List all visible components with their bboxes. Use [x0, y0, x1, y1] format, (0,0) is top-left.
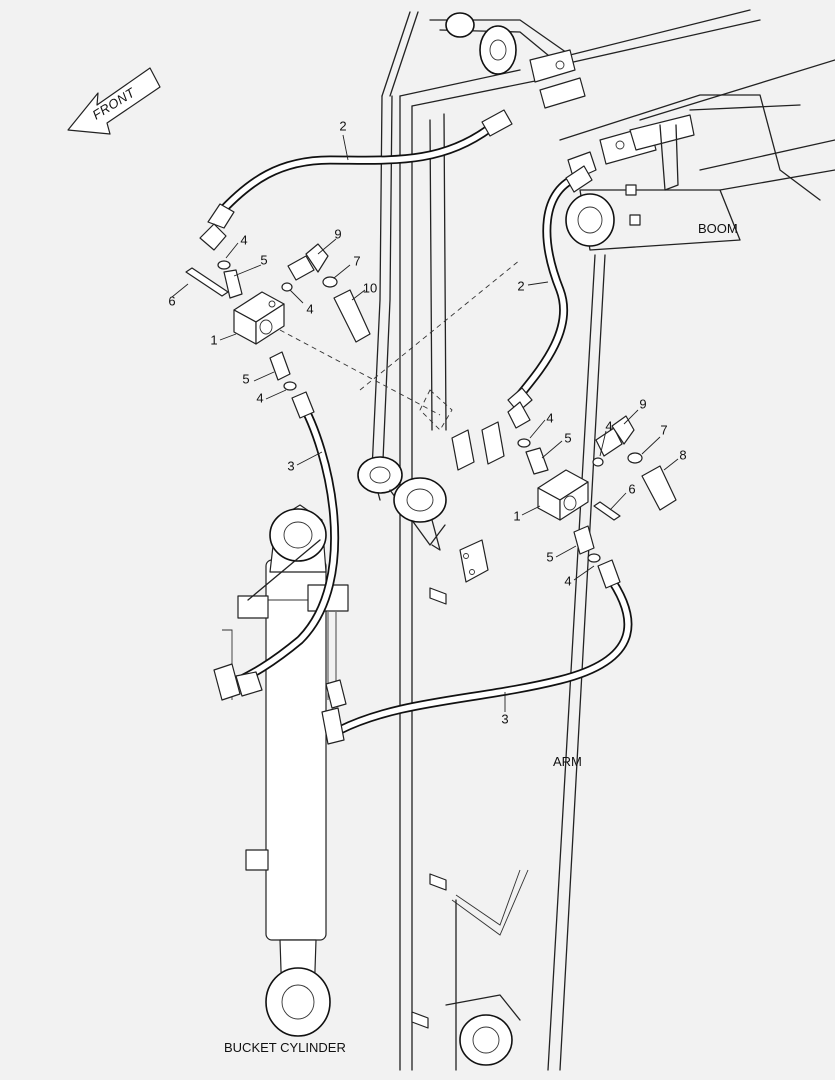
- callout-5: 5: [242, 371, 249, 386]
- callout-8: 8: [679, 447, 686, 462]
- boom-label: BOOM: [698, 221, 738, 236]
- callout-3: 3: [287, 458, 294, 473]
- callout-9: 9: [639, 396, 646, 411]
- front-arrow-icon: FRONT: [67, 67, 161, 135]
- callout-5: 5: [564, 430, 571, 445]
- callout-2: 2: [339, 118, 346, 133]
- callout-4: 4: [546, 410, 553, 425]
- callout-6: 6: [168, 293, 175, 308]
- callout-1: 1: [210, 332, 217, 347]
- callout-1: 1: [513, 508, 520, 523]
- boom-structure: [429, 9, 835, 251]
- bucket-cylinder-label: BUCKET CYLINDER: [224, 1040, 346, 1055]
- callout-4: 4: [306, 301, 313, 316]
- callout-7: 7: [353, 253, 360, 268]
- hoses: [213, 123, 633, 735]
- callout-3: 3: [501, 711, 508, 726]
- callout-4: 4: [256, 390, 263, 405]
- callouts: 2 4 5 6 9 7 10 4 1 5 4 3 2 4 5 4 9 7 8 6…: [168, 118, 686, 726]
- arm-label: ARM: [553, 754, 582, 769]
- callout-9: 9: [334, 226, 341, 241]
- callout-2: 2: [517, 278, 524, 293]
- callout-4: 4: [564, 573, 571, 588]
- callout-6: 6: [628, 481, 635, 496]
- callout-5: 5: [260, 252, 267, 267]
- callout-10: 10: [363, 280, 377, 295]
- callout-5: 5: [546, 549, 553, 564]
- callout-7: 7: [660, 422, 667, 437]
- callout-4: 4: [240, 232, 247, 247]
- arm-structure: [279, 11, 606, 1071]
- leader-lines: [171, 134, 679, 712]
- right-valve-group: [325, 165, 677, 709]
- callout-4: 4: [605, 418, 612, 433]
- left-valve-group: [185, 109, 513, 745]
